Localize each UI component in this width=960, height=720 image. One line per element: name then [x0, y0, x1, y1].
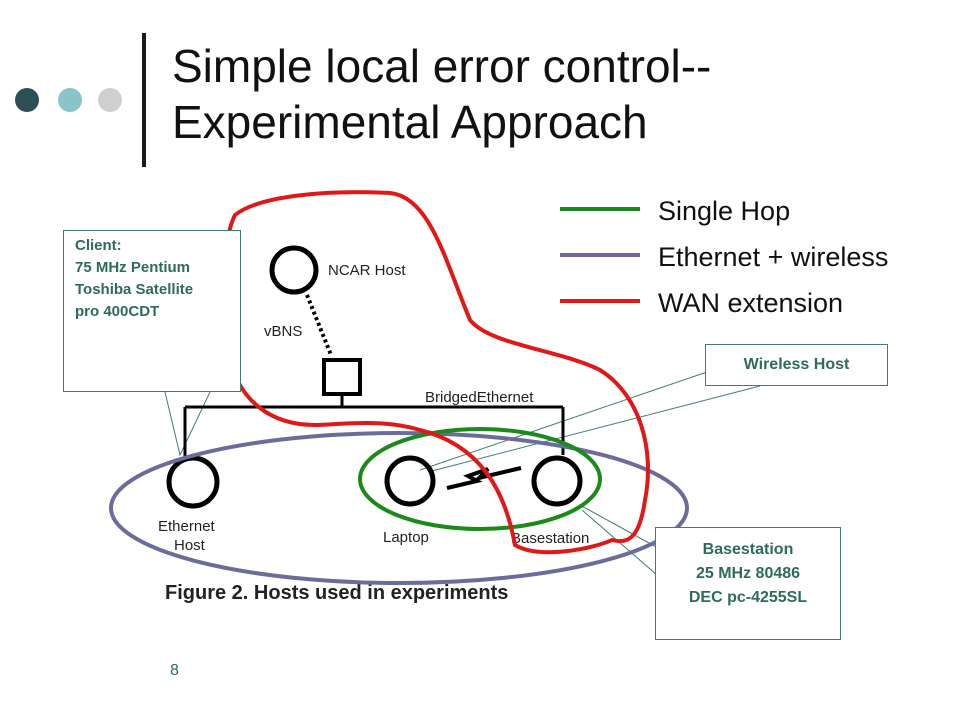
legend-label-ethernet-wireless: Ethernet + wireless	[658, 242, 889, 272]
client-callout-pointer	[164, 391, 211, 457]
client-callout: Client: 75 MHz Pentium Toshiba Satellite…	[63, 230, 241, 392]
decorative-dot-dark	[15, 88, 39, 112]
slide-title-line1: Simple local error control--	[172, 40, 712, 92]
ethernet-host-node	[166, 455, 220, 509]
figure-caption: Figure 2. Hosts used in experiments	[165, 582, 508, 604]
ncar-host-node	[269, 245, 319, 295]
legend-line-ethernet-wireless	[560, 253, 640, 257]
title-divider-bar	[142, 33, 146, 167]
basestation-node	[531, 455, 583, 507]
laptop-node	[384, 455, 436, 507]
wireless-host-callout-text: Wireless Host	[743, 356, 850, 373]
client-callout-line4: pro 400CDT	[75, 303, 160, 320]
laptop-label: Laptop	[383, 529, 429, 546]
single-hop-outline	[358, 427, 602, 531]
slide-title-line2: Experimental Approach	[172, 96, 648, 148]
basestation-callout-line1: Basestation	[702, 541, 794, 558]
client-callout-line1: Client:	[75, 237, 122, 254]
ethernet-host-label-line2: Host	[174, 537, 206, 554]
basestation-label: Basestation	[511, 530, 589, 547]
router-box	[322, 358, 362, 396]
basestation-pointer-1	[579, 504, 659, 549]
client-callout-line2: 75 MHz Pentium	[75, 259, 191, 276]
wireless-host-pointer-2	[427, 385, 761, 473]
slide-title: Simple local error control-- Experimenta…	[172, 38, 952, 150]
wireless-link-icon	[446, 466, 522, 490]
slide-number: 8	[170, 662, 179, 679]
wireless-host-callout: Wireless Host	[705, 344, 888, 386]
wan-extension-outline	[221, 190, 650, 555]
ethernet-wireless-outline	[109, 431, 689, 585]
decorative-dot-light	[98, 88, 122, 112]
basestation-callout-line2: 25 MHz 80486	[695, 565, 801, 582]
client-callout-line3: Toshiba Satellite	[75, 281, 194, 298]
basestation-callout: Basestation 25 MHz 80486 DEC pc-4255SL	[655, 527, 841, 640]
ncar-host-label: NCAR Host	[328, 262, 406, 279]
ethernet-host-label-line1: Ethernet	[158, 518, 216, 535]
basestation-callout-line3: DEC pc-4255SL	[688, 589, 808, 606]
vbns-link	[305, 294, 333, 356]
legend-line-wan-extension	[560, 299, 640, 303]
vbns-label: vBNS	[264, 323, 302, 340]
legend-label-wan-extension: WAN extension	[658, 288, 844, 318]
decorative-dot-mid	[58, 88, 82, 112]
bridged-ethernet-label: BridgedEthernet	[425, 389, 534, 406]
legend-line-single-hop	[560, 207, 640, 211]
legend-label-single-hop: Single Hop	[658, 196, 791, 226]
